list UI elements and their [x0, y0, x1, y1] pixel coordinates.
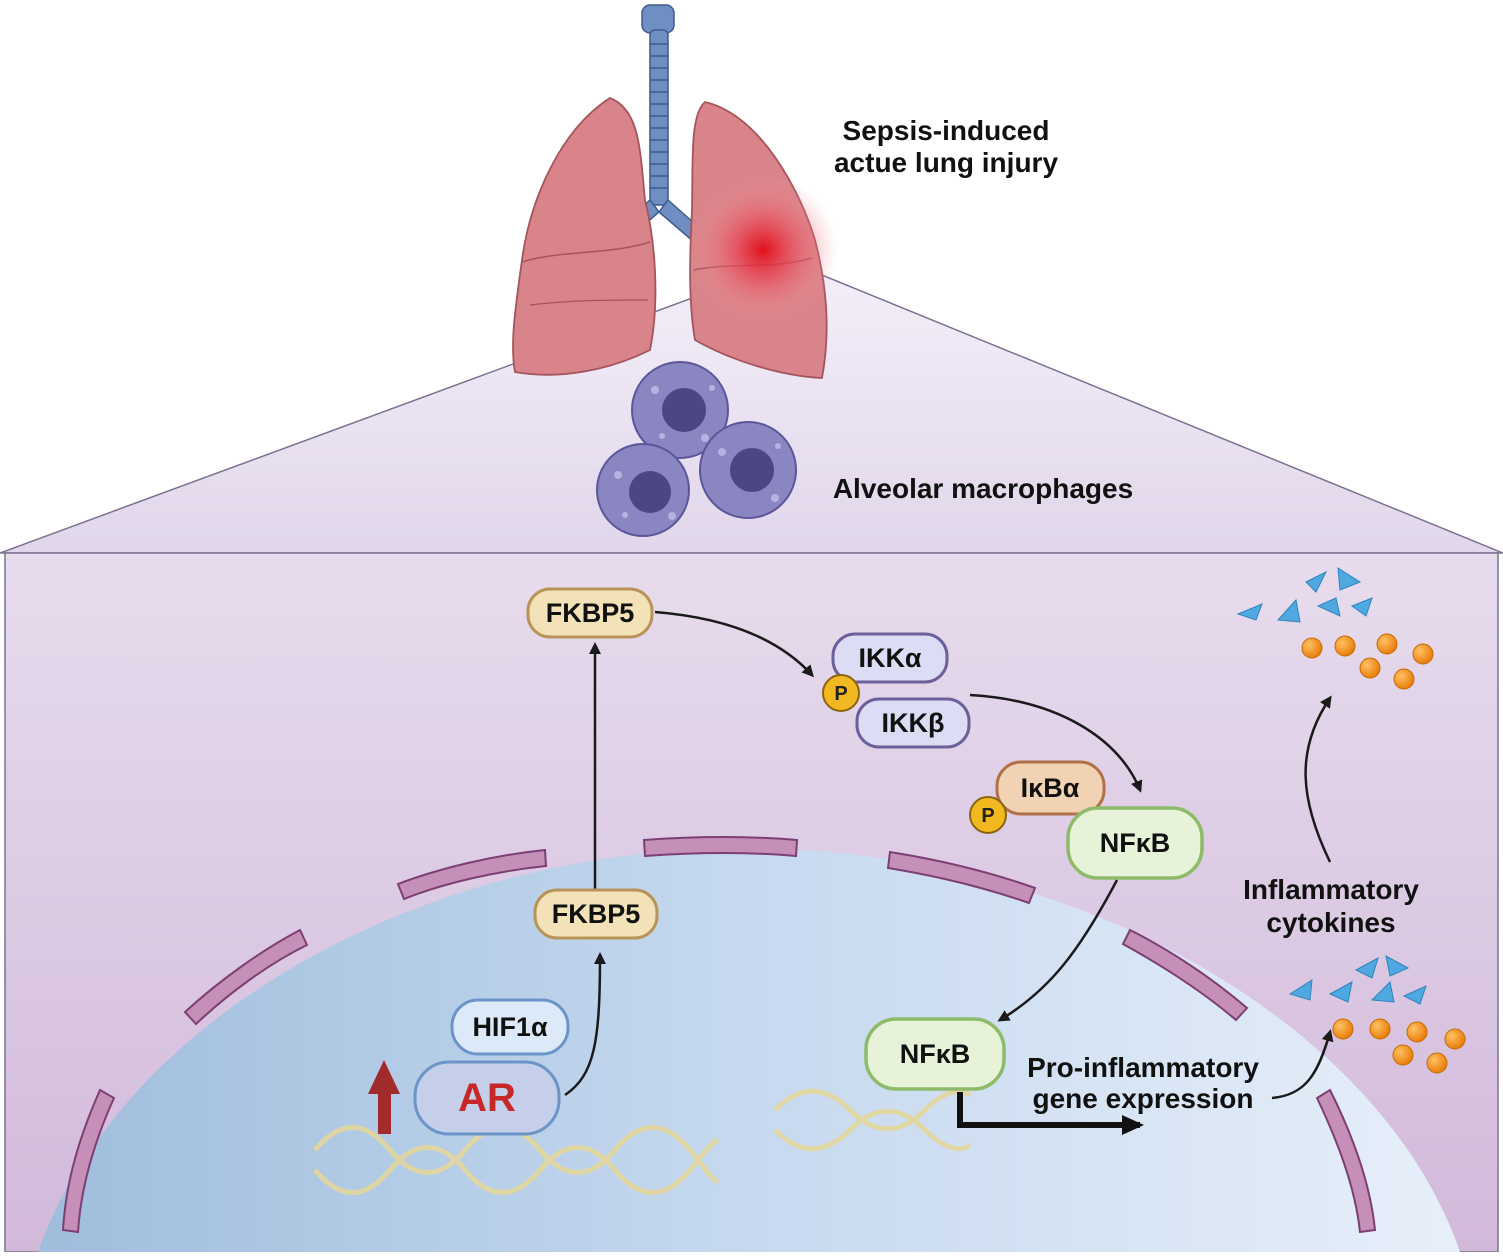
ikba-label: IκBα — [1021, 773, 1080, 803]
macrophage-label: Alveolar macrophages — [833, 473, 1133, 504]
phospho-ikba-badge: P — [969, 796, 1007, 834]
macrophage-cluster — [596, 361, 797, 537]
hif1a-label: HIF1α — [472, 1012, 548, 1042]
ar-node: AR — [413, 1060, 561, 1136]
arrow-ar-to-fkbp5-nucleus — [564, 952, 606, 1097]
nfkb-nucleus-node: NFκB — [864, 1017, 1006, 1091]
arrow-ikk-to-ikba — [969, 693, 1143, 793]
ikk-beta-node: IKKβ — [855, 697, 971, 749]
ikk-alpha-label: IKKα — [858, 643, 921, 673]
fkbp5-cytoplasm-node: FKBP5 — [526, 587, 654, 639]
fkbp5-nucleus-node: FKBP5 — [533, 888, 659, 940]
arrow-nfkb-translocation — [997, 879, 1119, 1022]
nuclear-membrane — [61, 836, 1377, 1234]
fkbp5-nucleus-label: FKBP5 — [552, 899, 641, 929]
phospho-ikk-badge: P — [822, 674, 860, 712]
dna-helix-icon — [313, 1125, 720, 1195]
left-lung-icon — [512, 96, 657, 376]
ikk-beta-label: IKKβ — [882, 708, 945, 738]
arrow-expression-to-cytokines — [1271, 1029, 1334, 1100]
macrophage-icon — [596, 443, 690, 537]
ikba-node: IκBα — [995, 760, 1106, 816]
transcription-arrow — [957, 1092, 1144, 1135]
lungs-illustration — [512, 4, 838, 379]
ar-label: AR — [458, 1076, 516, 1120]
cytokine-cluster-secreted — [1236, 567, 1434, 690]
phospho-ikk-label: P — [834, 683, 847, 705]
macrophage-icon — [631, 361, 729, 459]
figure-title-line-1: Sepsis-induced — [843, 115, 1050, 146]
figure-title-line-2: actue lung injury — [834, 147, 1058, 178]
pro-inflammatory-label-line-2: gene expression — [1033, 1083, 1254, 1114]
cytokine-label-line-2: cytokines — [1266, 907, 1395, 938]
nfkb-cytoplasm-label: NFκB — [1100, 828, 1171, 858]
injury-glow-icon — [688, 175, 838, 325]
pathway-arrows — [564, 610, 1334, 1100]
arrow-fkbp5-to-ikk — [654, 610, 815, 678]
cytokine-label-line-1: Inflammatory — [1243, 874, 1419, 905]
fkbp5-cytoplasm-label: FKBP5 — [546, 598, 635, 628]
macrophage-icon — [699, 421, 797, 519]
arrow-cytokine-secretion — [1304, 695, 1332, 863]
nfkb-cytoplasm-node: NFκB — [1066, 806, 1204, 880]
phospho-ikba-label: P — [981, 805, 994, 827]
upregulation-arrow-icon — [368, 1060, 400, 1134]
pro-inflammatory-label-line-1: Pro-inflammatory — [1027, 1052, 1259, 1083]
cytokine-cluster-nuclear — [1288, 955, 1466, 1074]
hif1a-node: HIF1α — [450, 998, 570, 1056]
nfkb-nucleus-label: NFκB — [900, 1039, 971, 1069]
ikk-alpha-node: IKKα — [831, 632, 949, 684]
dna-helix-icon — [773, 1088, 972, 1152]
